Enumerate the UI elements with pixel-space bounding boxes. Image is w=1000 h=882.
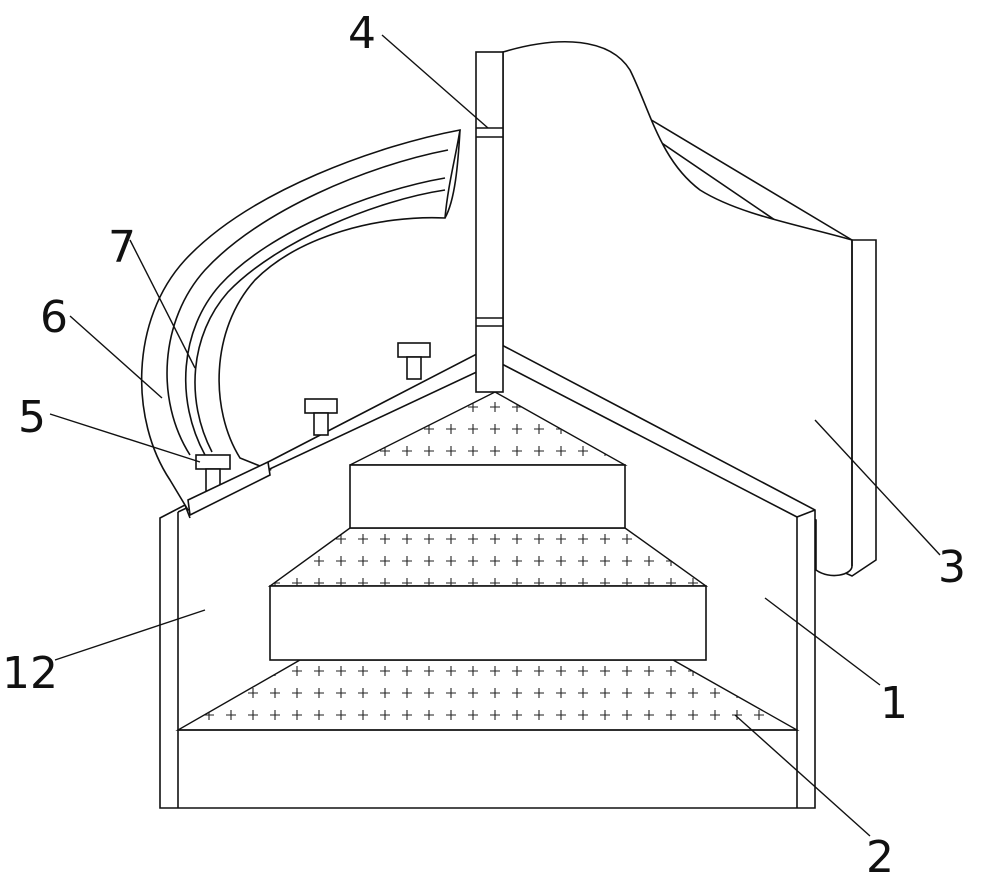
label-1: 1: [880, 678, 908, 729]
label-3: 3: [938, 542, 966, 593]
label-4: 4: [348, 8, 376, 59]
board-3: [502, 40, 877, 577]
filter-tiers-2: [175, 391, 800, 731]
pole-4: [475, 51, 504, 393]
label-7: 7: [108, 222, 136, 273]
label-12: 12: [2, 648, 58, 699]
reference-numerals: 4 7 6 5 12 1 3 2: [2, 8, 966, 882]
clamps-5: [187, 342, 431, 517]
label-6: 6: [40, 292, 68, 343]
leader-lines: [49, 34, 941, 837]
curved-arm-6: [140, 129, 461, 512]
label-2: 2: [866, 832, 894, 882]
label-5: 5: [18, 392, 46, 443]
